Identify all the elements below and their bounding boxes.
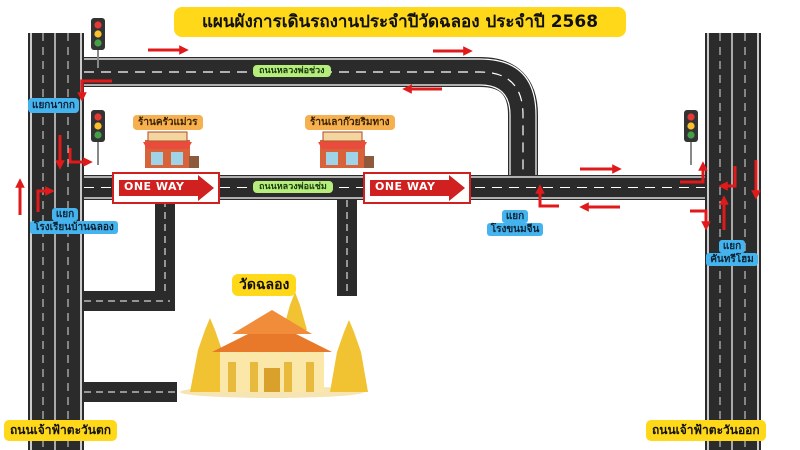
direction-arrows [15, 45, 761, 231]
intersection-label-school-line1: แยก [51, 208, 79, 221]
restaurant-label-right: ร้านเลาก๊วยริมทาง [305, 115, 395, 130]
highway-label-east: ถนนเจ้าฟ้าตะวันออก [646, 420, 766, 441]
intersection-label-khanom-line1: แยก [501, 210, 529, 223]
north-road [84, 57, 538, 186]
intersection-label-nakok: แยกนากก [28, 98, 79, 113]
traffic-light-icon [684, 110, 698, 165]
temple-icon [180, 292, 368, 398]
intersection-label-khunthri-line2: คันทรีโฮม [706, 253, 758, 266]
road-label-south: ถนนหลวงพ่อแช่ม [253, 181, 333, 193]
restaurant-icon [318, 131, 374, 168]
arrow-turn [690, 209, 711, 231]
temple-label: วัดฉลอง [232, 274, 297, 296]
intersection-label-khunthri-line1: แยก [718, 240, 746, 253]
intersection-label-school-line2: โรงเรียนบ้านฉลอง [30, 221, 118, 234]
arrow-turn [535, 184, 559, 208]
intersection-label-khanom-line2: โรงขนมจีน [486, 223, 544, 236]
arrow-turn [718, 166, 737, 191]
intersection-label-khunthri: แยก คันทรีโฮม [700, 240, 764, 266]
page-title: แผนผังการเดินรถงานประจำปีวัดฉลอง ประจำปี… [174, 7, 626, 37]
arrow-turn [36, 186, 55, 212]
road-label-north: ถนนหลวงพ่อช่วง [253, 65, 331, 77]
west-highway [28, 33, 84, 450]
one-way-label-2: ONE WAY [375, 180, 436, 193]
intersection-label-school: แยก โรงเรียนบ้านฉลอง [30, 208, 118, 234]
traffic-light-icon [91, 110, 105, 165]
restaurant-label-left: ร้านครัวแม่วร [133, 115, 203, 130]
restaurant-icon [143, 131, 199, 168]
one-way-sign [363, 172, 471, 204]
one-way-label-1: ONE WAY [124, 180, 185, 193]
arrow-west [77, 79, 112, 102]
one-way-sign [112, 172, 220, 204]
intersection-label-khanom: แยก โรงขนมจีน [485, 210, 545, 236]
highway-label-west: ถนนเจ้าฟ้าตะวันตก [4, 420, 118, 441]
side-roads [84, 200, 357, 402]
traffic-light-icon [91, 18, 105, 68]
arrow-turn [680, 161, 708, 184]
arrow-turn [68, 148, 93, 167]
